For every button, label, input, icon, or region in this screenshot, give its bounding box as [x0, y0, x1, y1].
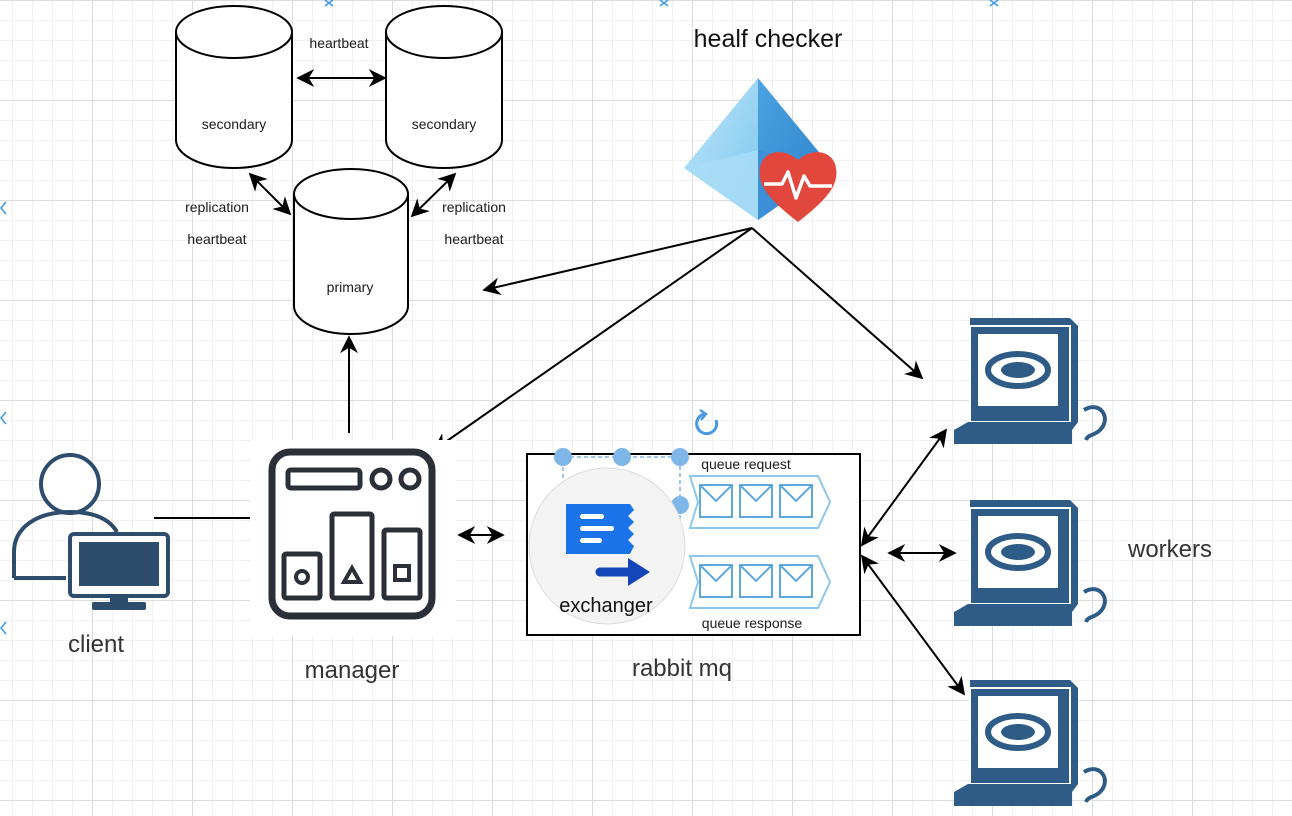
queue-request[interactable] [688, 475, 832, 529]
database-primary[interactable]: primary [293, 168, 409, 335]
rabbitmq-label: rabbit mq [632, 655, 732, 682]
workers-label: workers [1127, 536, 1212, 563]
exchanger-icon [566, 504, 650, 586]
edge-label-heartbeat: heartbeat [444, 231, 503, 247]
edge-label-heartbeat: heartbeat [187, 231, 246, 247]
health-checker-label: healf checker [694, 25, 843, 53]
client-label: client [68, 631, 124, 658]
database-label: secondary [412, 116, 477, 132]
rotate-handle-icon[interactable] [695, 408, 719, 436]
connectors [154, 69, 966, 696]
exchanger-node[interactable]: exchanger [528, 467, 686, 625]
database-secondary-left[interactable]: secondary [175, 5, 293, 169]
edge-checker-primary [482, 227, 753, 296]
queue-request-label: queue request [701, 456, 791, 472]
health-checker-icon[interactable] [684, 78, 837, 222]
manager-icon[interactable] [250, 440, 456, 636]
database-secondary-right[interactable]: secondary [385, 5, 503, 169]
worker-computer-2[interactable] [954, 500, 1107, 626]
queue-response-label: queue response [702, 615, 803, 631]
edge-checker-worker [751, 227, 924, 380]
edge-label-replication: replication [185, 199, 249, 215]
edge-rabbit-worker-3 [860, 554, 966, 696]
edge-label-heartbeat: heartbeat [309, 35, 368, 51]
edge-label-replication: replication [442, 199, 506, 215]
worker-computer-1[interactable] [954, 318, 1107, 444]
heart-icon [759, 152, 837, 222]
database-label: secondary [202, 116, 267, 132]
client-icon[interactable] [12, 453, 170, 610]
edge-replication-left [248, 172, 292, 216]
canvas-markers [0, 0, 999, 635]
edge-replication-right [410, 172, 457, 218]
queue-response[interactable] [688, 555, 832, 609]
edge-checker-manager [432, 227, 753, 452]
database-label: primary [327, 279, 374, 295]
worker-computer-3[interactable] [954, 680, 1107, 806]
edge-rabbit-worker-1 [860, 428, 948, 547]
exchanger-label: exchanger [559, 595, 653, 617]
manager-label: manager [305, 657, 400, 684]
